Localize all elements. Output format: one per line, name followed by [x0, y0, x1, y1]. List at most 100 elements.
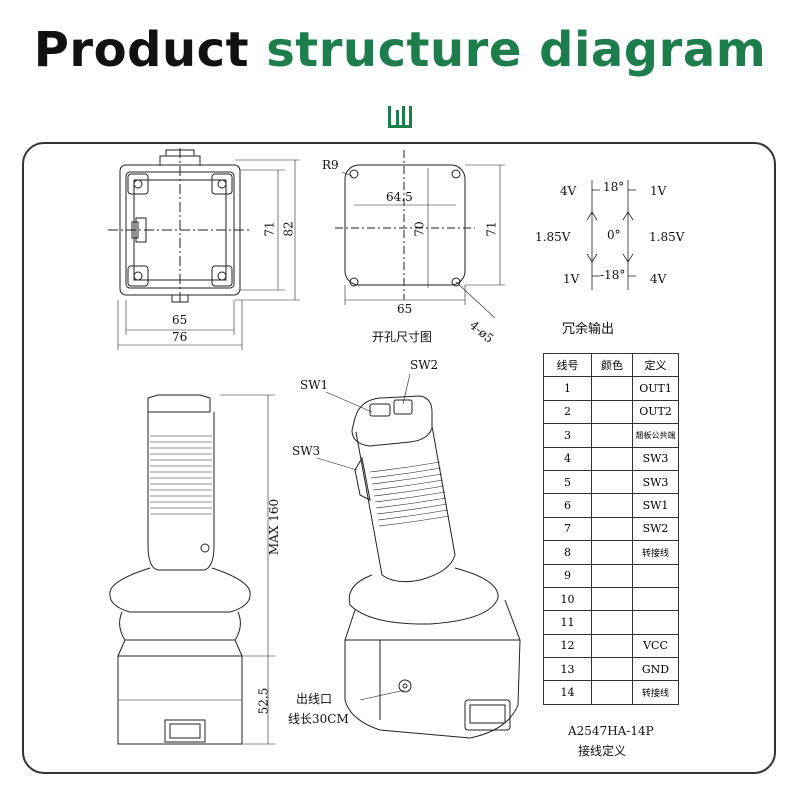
wire-def: 转接线	[632, 680, 679, 705]
table-row: 5 SW3	[543, 469, 679, 495]
wire-color	[591, 586, 633, 612]
table-row: 9	[543, 563, 679, 588]
wire-no: 6	[543, 493, 592, 518]
radius-label: R9	[322, 158, 339, 172]
table-row: 10	[543, 586, 679, 612]
cable-exit-label: 出线口	[296, 692, 333, 706]
wire-color	[591, 563, 633, 588]
redundant-output-caption: 冗余输出	[562, 322, 615, 337]
dim-height-inner-label: 71	[262, 221, 277, 237]
out-mid-left: 1.85V	[535, 230, 571, 244]
page-title: Product structure diagram	[0, 22, 800, 78]
hole-spacing-top-label: 64.5	[386, 190, 413, 204]
wire-def: SW3	[632, 469, 679, 495]
table-row: 12 VCC	[543, 633, 679, 659]
wire-def: SW1	[632, 493, 679, 518]
wire-color	[591, 540, 633, 565]
table-row: 13 GND	[543, 657, 679, 682]
title-part-1: Product	[33, 22, 250, 78]
cutout-height-outer-label: 71	[484, 221, 499, 237]
wire-def	[632, 586, 679, 612]
bars-logo-icon	[388, 106, 412, 128]
wire-no: 12	[543, 633, 592, 659]
wire-no: 2	[543, 399, 592, 425]
wire-no: 7	[543, 516, 592, 542]
cutout-drawing	[335, 150, 505, 319]
wire-color	[591, 680, 633, 705]
front-view-drawing	[108, 148, 300, 350]
table-row: 14 转接线	[543, 680, 679, 705]
wire-color	[591, 633, 633, 659]
out-bot-left: 1V	[563, 272, 580, 286]
out-mid-right: 1.85V	[649, 230, 685, 244]
wire-def: SW2	[632, 516, 679, 542]
wire-no: 8	[543, 540, 592, 565]
table-row: 6 SW1	[543, 493, 679, 518]
table-row: 8 转接线	[543, 540, 679, 565]
wire-no: 5	[543, 469, 592, 495]
wire-color	[591, 493, 633, 518]
wire-no: 1	[543, 376, 592, 401]
wiring-caption: 接线定义	[578, 744, 627, 758]
wire-color	[591, 423, 633, 448]
side-view-drawing	[109, 394, 275, 745]
wire-def: VCC	[632, 633, 679, 659]
out-top-right: 1V	[650, 184, 667, 198]
wire-color	[591, 469, 633, 495]
wire-def: 翘板公共端	[632, 423, 679, 448]
wire-def	[632, 610, 679, 635]
dim-max-height-label: MAX 160	[267, 498, 282, 556]
hole-spacing-bottom-label: 65	[397, 302, 413, 316]
table-row: 11	[543, 610, 679, 635]
wire-no: 9	[543, 563, 592, 588]
wire-color	[591, 610, 633, 635]
table-row: 7 SW2	[543, 516, 679, 542]
out-mid-angle: 0°	[607, 228, 621, 242]
header-wire-no: 线号	[543, 352, 592, 378]
wire-no: 11	[543, 610, 592, 635]
wire-def: OUT1	[632, 376, 679, 401]
sw1-label: SW1	[300, 378, 329, 392]
wire-color	[591, 376, 633, 401]
wire-def: 转接线	[632, 540, 679, 565]
wire-def: SW3	[632, 446, 679, 471]
title-part-2: structure diagram	[266, 22, 767, 78]
wire-color	[591, 657, 633, 682]
table-row: 3 翘板公共端	[543, 423, 679, 448]
diagram-panel	[22, 142, 776, 774]
sw3-label: SW3	[292, 444, 321, 458]
wire-def: GND	[632, 657, 679, 682]
wire-color	[591, 516, 633, 542]
redundant-output-lines	[586, 180, 636, 290]
wire-no: 14	[543, 680, 592, 705]
dim-width-outer-label: 76	[172, 330, 188, 344]
wire-no: 3	[543, 423, 592, 448]
wire-color	[591, 399, 633, 425]
sw2-label: SW2	[410, 358, 439, 372]
out-bot-right: 4V	[650, 272, 667, 286]
table-row: 4 SW3	[543, 446, 679, 471]
wire-def	[632, 563, 679, 588]
iso-view-drawing	[316, 373, 521, 739]
dim-base-label: 52.5	[256, 687, 271, 715]
table-header-row: 线号 颜色 定义	[543, 352, 679, 378]
out-top-angle: 18°	[603, 180, 625, 194]
header-definition: 定义	[632, 352, 679, 378]
dim-height-outer-label: 82	[281, 221, 296, 237]
model-label: A2547HA-14P	[568, 724, 654, 738]
dim-width-inner-label: 65	[172, 313, 188, 327]
cutout-caption: 开孔尺寸图	[372, 330, 433, 344]
table-row: 1 OUT1	[543, 376, 679, 401]
wire-no: 4	[543, 446, 592, 471]
out-top-left: 4V	[560, 184, 577, 198]
wire-color	[591, 446, 633, 471]
wire-no: 10	[543, 586, 592, 612]
wire-def: OUT2	[632, 399, 679, 425]
wire-no: 13	[543, 657, 592, 682]
table-row: 2 OUT2	[543, 399, 679, 425]
header-color: 颜色	[591, 352, 633, 378]
cutout-height-inner-label: 70	[412, 221, 427, 237]
out-bot-angle: -18°	[600, 268, 626, 282]
